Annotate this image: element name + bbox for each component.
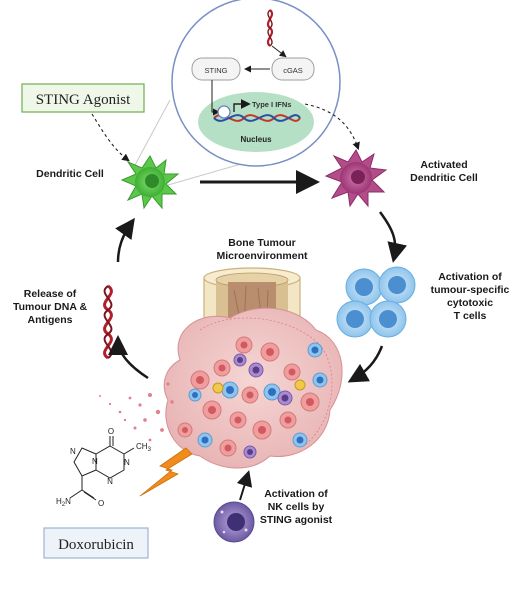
tcell-to-tumour-arrow [347,345,384,383]
dendritic-cell-icon [120,155,180,210]
chem-atom-n4: N [70,447,76,456]
released-dna-icon [103,284,113,360]
dna-to-cgas-arrow [271,45,287,58]
activated-to-tcell-arrow [378,211,408,263]
sting-pathway-inset: Nucleus STING cGAS Type I IFNs [134,0,341,186]
release-label-line1: Release of [24,288,77,300]
tcell-label-line3: cytotoxic [447,297,493,309]
doxorubicin-label: Doxorubicin [58,537,134,553]
nk-label-line3: STING agonist [260,514,333,526]
chem-atom-o: O [108,427,114,436]
cgas-protein-box [271,57,315,81]
activated-dc-label-line1: Activated [420,159,467,171]
cgas-protein-label: cGAS [283,66,303,75]
agonist-to-dc-dashed-arrow [91,113,130,162]
chem-atom-n2: N [107,477,113,486]
tumour-to-release-arrow [108,335,149,380]
tcell-label-line2: tumour-specific [431,284,510,296]
sting-to-nucleus-arrow [211,80,220,116]
chem-atom-n3: N [92,457,98,466]
nucleus-dna-strand [213,114,301,122]
inset-connector-line [134,99,171,166]
tcell-label-line4: T cells [454,310,487,322]
tumour-debris-particles [99,382,174,442]
nk-to-tumour-arrow [236,470,253,501]
lightning-bolt-icon [139,447,193,497]
dendritic-cell-label: Dendritic Cell [36,168,104,180]
chem-atom-o2: O [98,499,104,508]
chem-atom-n1: N [124,458,130,467]
bone-tumour-label-line2: Microenvironment [216,250,308,262]
activated-dendritic-cell-icon [324,149,388,208]
nk-label-line1: Activation of [264,488,328,500]
chem-atom-ch3: CH3 [136,442,152,453]
transcription-arrow-icon [233,99,251,112]
tcell-label-line1: Activation of [438,271,502,283]
doxorubicin-box: Doxorubicin [43,527,149,559]
tumour-cells-cluster [177,336,320,457]
nk-label-line2: NK cells by [268,501,325,513]
immune-cells-in-tumour [188,342,328,459]
sting-protein-box [191,57,241,81]
bone-tumour-label-line1: Bone Tumour [228,237,295,249]
release-label-line2: Tumour DNA & [13,301,87,313]
chem-atom-h2n: H2N [56,497,71,508]
nk-cell-icon [213,501,255,543]
sting-protein-label: STING [205,66,228,75]
nucleus-label: Nucleus [240,135,272,144]
activated-dc-label-line2: Dendritic Cell [410,172,478,184]
transcription-factor-icon [217,105,231,119]
cytotoxic-t-cells-icon [336,266,416,338]
bone-tumour-illustration [99,267,343,469]
release-to-dc-arrow [115,217,135,263]
sting-agonist-label: STING Agonist [36,92,131,108]
type-i-ifn-label: Type I IFNs [252,100,291,109]
doxorubicin-structure [69,436,135,501]
release-label-line3: Antigens [28,314,73,326]
sting-agonist-box: STING Agonist [21,83,145,113]
ifn-to-activated-dashed-arrow [304,103,360,151]
